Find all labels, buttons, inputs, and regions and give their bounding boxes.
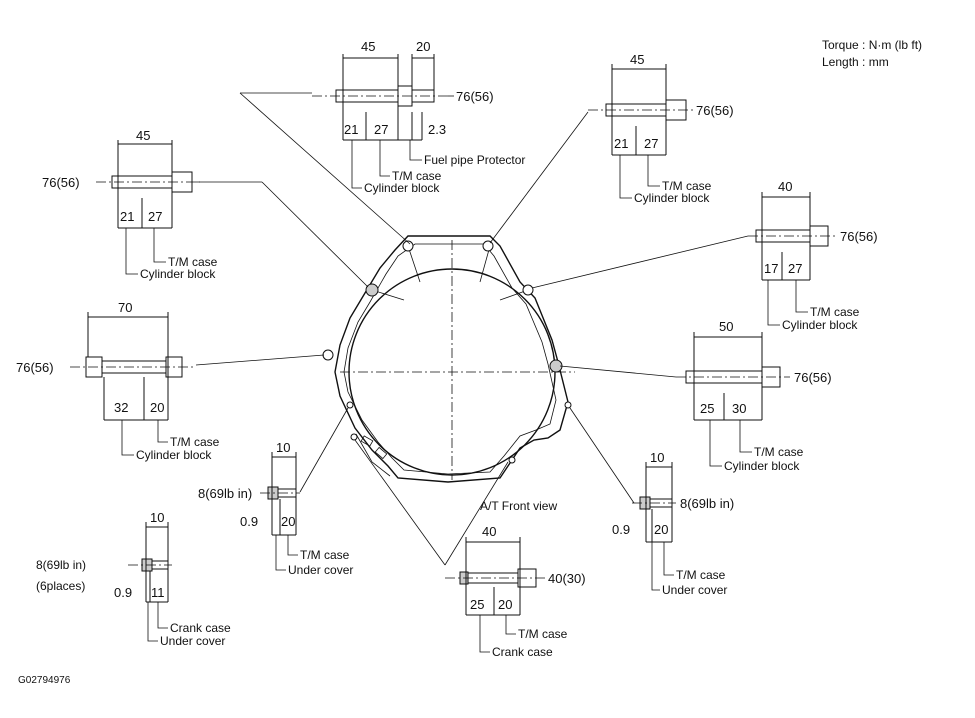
hole-upper-right: [522, 284, 534, 296]
label-tm-case: T/M case: [518, 627, 568, 641]
torque-value: 76(56): [794, 370, 832, 385]
leader-lines: [195, 92, 749, 566]
dim-length: 40: [482, 524, 496, 539]
seg-1: 0.9: [612, 522, 630, 537]
bolt-right-upper: 40 76(56) 17 27 T/M case Cylinder block: [748, 179, 878, 332]
seg-2: 11: [151, 585, 165, 600]
label-under-cover: Under cover: [288, 563, 353, 577]
figure-id: G02794976: [18, 675, 71, 686]
hole-top-right: [482, 240, 494, 252]
seg-2: 27: [788, 261, 802, 276]
dim-length: 10: [650, 450, 664, 465]
seg-1: 25: [470, 597, 484, 612]
torque-value: 76(56): [42, 175, 80, 190]
bolt-right-middle: 50 76(56) 25 30 T/M case Cylinder block: [676, 319, 832, 473]
torque-value: 76(56): [16, 360, 54, 375]
dim-length: 50: [719, 319, 733, 334]
torque-value: 8(69lb in): [198, 486, 252, 501]
label-cylinder-block: Cylinder block: [782, 318, 858, 332]
torque-value: 76(56): [456, 89, 494, 104]
seg-1: 17: [764, 261, 778, 276]
dim-length: 70: [118, 300, 132, 315]
label-tm-case: T/M case: [392, 169, 442, 183]
seg-2: 20: [150, 400, 164, 415]
dim-length: 45: [630, 52, 644, 67]
bolt-top-right: 45 76(56) 21 27 T/M case Cylinder block: [588, 52, 734, 205]
label-cylinder-block: Cylinder block: [140, 267, 216, 281]
dim-length: 40: [778, 179, 792, 194]
label-tm-case: T/M case: [676, 568, 726, 582]
seg-2: 27: [148, 209, 162, 224]
dim-length: 45: [361, 39, 375, 54]
seg-3: 2.3: [428, 122, 446, 137]
torque-value: 8(69lb in): [680, 496, 734, 511]
seg-2: 20: [498, 597, 512, 612]
bolt-top-center: 45 20 76(56) 21 27 2.3 Fuel pipe Protect…: [312, 39, 525, 195]
seg-1: 0.9: [240, 514, 258, 529]
dim-length: 45: [136, 128, 150, 143]
seg-1: 21: [614, 136, 628, 151]
label-tm-case: T/M case: [754, 445, 804, 459]
torque-value: 8(69lb in): [36, 558, 86, 572]
seg-2: 30: [732, 401, 746, 416]
seg-2: 20: [654, 522, 668, 537]
torque-value: 40(30): [548, 571, 586, 586]
label-under-cover: Under cover: [662, 583, 727, 597]
bolt-bottom-left: 10 8(69lb in) (6places) 0.9 11 Crank cas…: [36, 510, 231, 648]
label-crank-case: Crank case: [170, 621, 231, 635]
seg-1: 25: [700, 401, 714, 416]
hole-bottom-left: [350, 433, 358, 441]
hole-upper-left: [365, 283, 379, 297]
seg-1: 32: [114, 400, 128, 415]
center-view-label: A/T Front view: [480, 499, 557, 513]
label-cylinder-block: Cylinder block: [364, 181, 440, 195]
dim-length: 10: [150, 510, 164, 525]
label-crank-case: Crank case: [492, 645, 553, 659]
seg-2: 27: [374, 122, 388, 137]
label-fuel-pipe-protector: Fuel pipe Protector: [424, 153, 525, 167]
seg-1: 21: [120, 209, 134, 224]
bolt-left-upper: 45 76(56) 21 27 T/M case Cylinder block: [42, 128, 218, 281]
length-unit-text: Length : mm: [822, 55, 889, 69]
seg-2: 27: [644, 136, 658, 151]
label-under-cover: Under cover: [160, 634, 225, 648]
hole-bottom-right: [508, 456, 516, 464]
seg-1: 0.9: [114, 585, 132, 600]
hole-top-left: [402, 240, 414, 252]
bolt-right-small: 10 8(69lb in) 0.9 20 T/M case Under cove…: [612, 450, 734, 597]
bolt-left-small: 10 8(69lb in) 0.9 20 T/M case Under cove…: [198, 440, 353, 577]
places-count: (6places): [36, 579, 85, 593]
dim-length: 10: [276, 440, 290, 455]
seg-1: 21: [344, 122, 358, 137]
hole-left: [322, 349, 334, 361]
dim-length-2: 20: [416, 39, 430, 54]
seg-2: 20: [281, 514, 295, 529]
torque-value: 76(56): [696, 103, 734, 118]
label-tm-case: T/M case: [662, 179, 712, 193]
label-cylinder-block: Cylinder block: [136, 448, 212, 462]
hole-lower-left: [346, 401, 354, 409]
bolt-left-middle: 70 76(56) 32 20 T/M case Cylinder block: [16, 300, 220, 462]
label-tm-case: T/M case: [168, 255, 218, 269]
label-tm-case: T/M case: [810, 305, 860, 319]
label-cylinder-block: Cylinder block: [634, 191, 710, 205]
label-cylinder-block: Cylinder block: [724, 459, 800, 473]
hole-lower-right: [564, 401, 572, 409]
label-tm-case: T/M case: [170, 435, 220, 449]
torque-value: 76(56): [840, 229, 878, 244]
transmission-housing: [322, 235, 575, 483]
label-tm-case: T/M case: [300, 548, 350, 562]
torque-unit-text: Torque : N·m (lb ft): [822, 38, 922, 52]
bolt-bottom-center: 40 40(30) 25 20 T/M case Crank case: [445, 524, 586, 659]
